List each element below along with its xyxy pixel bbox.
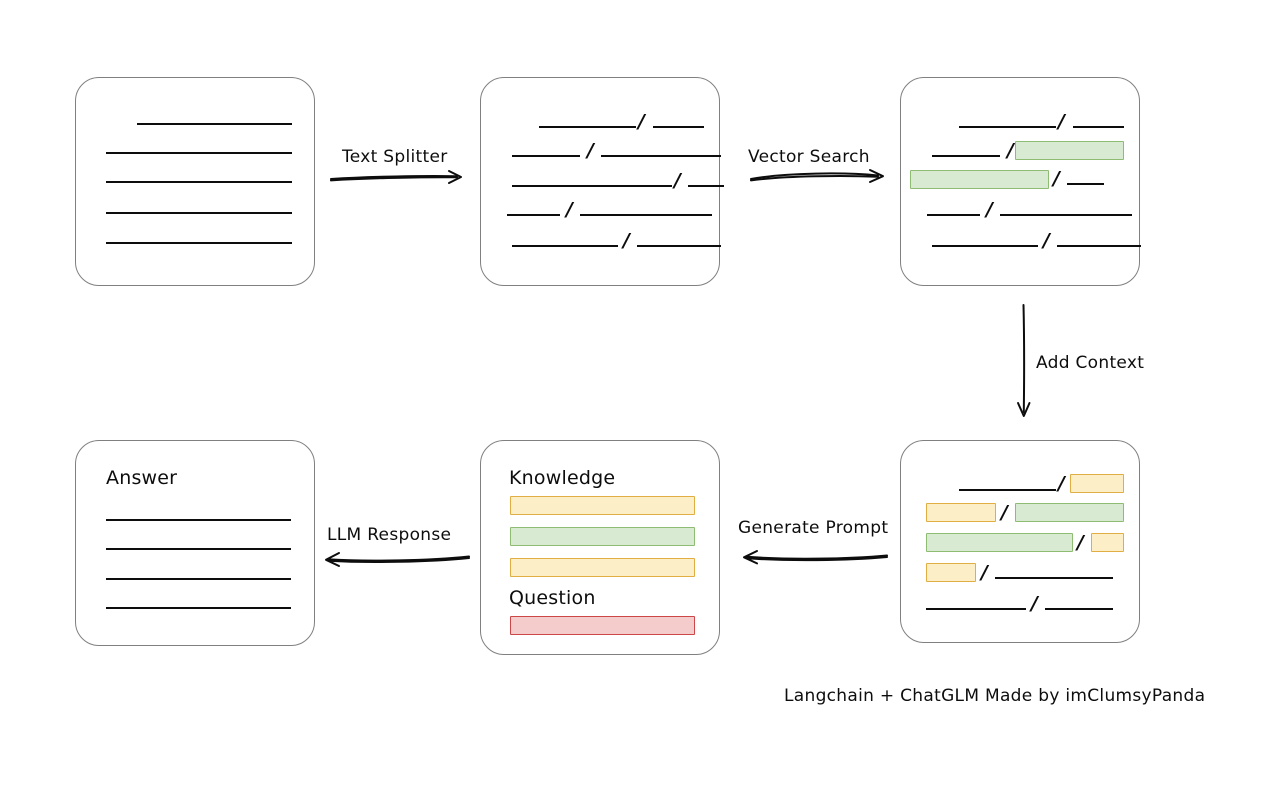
vector-search-arrow — [750, 169, 884, 183]
knowledge-bar-green — [510, 527, 695, 546]
chunk-line — [601, 155, 721, 157]
vector-search-label: Vector Search — [748, 147, 870, 167]
chunk-separator: / — [587, 139, 594, 162]
knowledge-bar-yellow — [510, 558, 695, 577]
answer-line — [106, 519, 291, 521]
chunk-line — [1057, 245, 1141, 247]
chunk-line — [507, 214, 560, 216]
context-chunk-yellow — [1091, 533, 1124, 552]
answer-label: Answer — [106, 467, 178, 489]
chunk-line — [932, 155, 1000, 157]
chunk-separator: / — [638, 110, 645, 133]
answer-line — [106, 578, 291, 580]
chunk-line — [927, 214, 980, 216]
chunk-line — [653, 126, 704, 128]
source-document-card[interactable] — [75, 77, 315, 286]
generate-prompt-arrow — [743, 550, 888, 565]
context-chunk-yellow — [926, 503, 996, 522]
chunk-line — [1000, 214, 1132, 216]
chunk-separator: / — [1058, 110, 1065, 133]
chunk-separator: / — [1077, 531, 1084, 554]
chunk-separator: / — [674, 169, 681, 192]
chunk-line — [512, 245, 618, 247]
chunk-line — [959, 126, 1056, 128]
document-line — [137, 123, 292, 125]
llm-response-label: LLM Response — [327, 525, 452, 545]
chunk-separator: / — [1058, 472, 1065, 495]
chunk-line — [1073, 126, 1124, 128]
prompt-card[interactable]: Knowledge Question — [480, 440, 720, 655]
chunk-line — [959, 489, 1056, 491]
answer-card[interactable]: Answer — [75, 440, 315, 646]
text-splitter-label: Text Splitter — [342, 147, 448, 167]
chunk-separator: / — [981, 561, 988, 584]
context-chunk-yellow — [1070, 474, 1124, 493]
chunk-line — [580, 214, 712, 216]
context-chunk-green — [1015, 503, 1124, 522]
chunk-line — [1067, 183, 1104, 185]
chunk-separator: / — [1031, 592, 1038, 615]
chunk-line — [512, 185, 672, 187]
chunk-line — [1045, 608, 1113, 610]
generate-prompt-label: Generate Prompt — [738, 518, 889, 538]
add-context-arrow — [1017, 304, 1031, 417]
chunk-separator: / — [986, 198, 993, 221]
document-line — [106, 181, 292, 183]
add-context-label: Add Context — [1036, 353, 1145, 373]
chunk-line — [926, 608, 1026, 610]
context-chunk-green — [926, 533, 1073, 552]
chunk-line — [932, 245, 1038, 247]
chunk-line — [539, 126, 636, 128]
split-document-card[interactable]: / / / / / — [480, 77, 724, 286]
answer-line — [106, 548, 291, 550]
chunk-line — [512, 155, 580, 157]
chunk-separator: / — [1007, 139, 1014, 162]
matched-chunk-green — [1015, 141, 1124, 160]
question-label: Question — [509, 587, 596, 609]
llm-response-arrow — [325, 552, 470, 567]
chunk-line — [637, 245, 721, 247]
document-line — [106, 152, 292, 154]
knowledge-bar-yellow — [510, 496, 695, 515]
matched-chunk-green — [910, 170, 1049, 189]
context-chunk-yellow — [926, 563, 976, 582]
document-line — [106, 212, 292, 214]
chunk-separator: / — [1053, 167, 1060, 190]
chunk-separator: / — [1001, 501, 1008, 524]
chunk-line — [995, 577, 1113, 579]
question-bar-red — [510, 616, 695, 635]
answer-line — [106, 607, 291, 609]
context-document-card[interactable]: / / / / / — [900, 440, 1140, 643]
footer-credit: Langchain + ChatGLM Made by imClumsyPand… — [784, 686, 1206, 706]
document-line — [106, 242, 292, 244]
vector-matched-document-card[interactable]: / / / / / — [900, 77, 1141, 286]
knowledge-label: Knowledge — [509, 467, 616, 489]
chunk-separator: / — [1043, 229, 1050, 252]
chunk-line — [688, 185, 724, 187]
text-splitter-arrow — [330, 170, 462, 184]
chunk-separator: / — [566, 198, 573, 221]
chunk-separator: / — [623, 229, 630, 252]
